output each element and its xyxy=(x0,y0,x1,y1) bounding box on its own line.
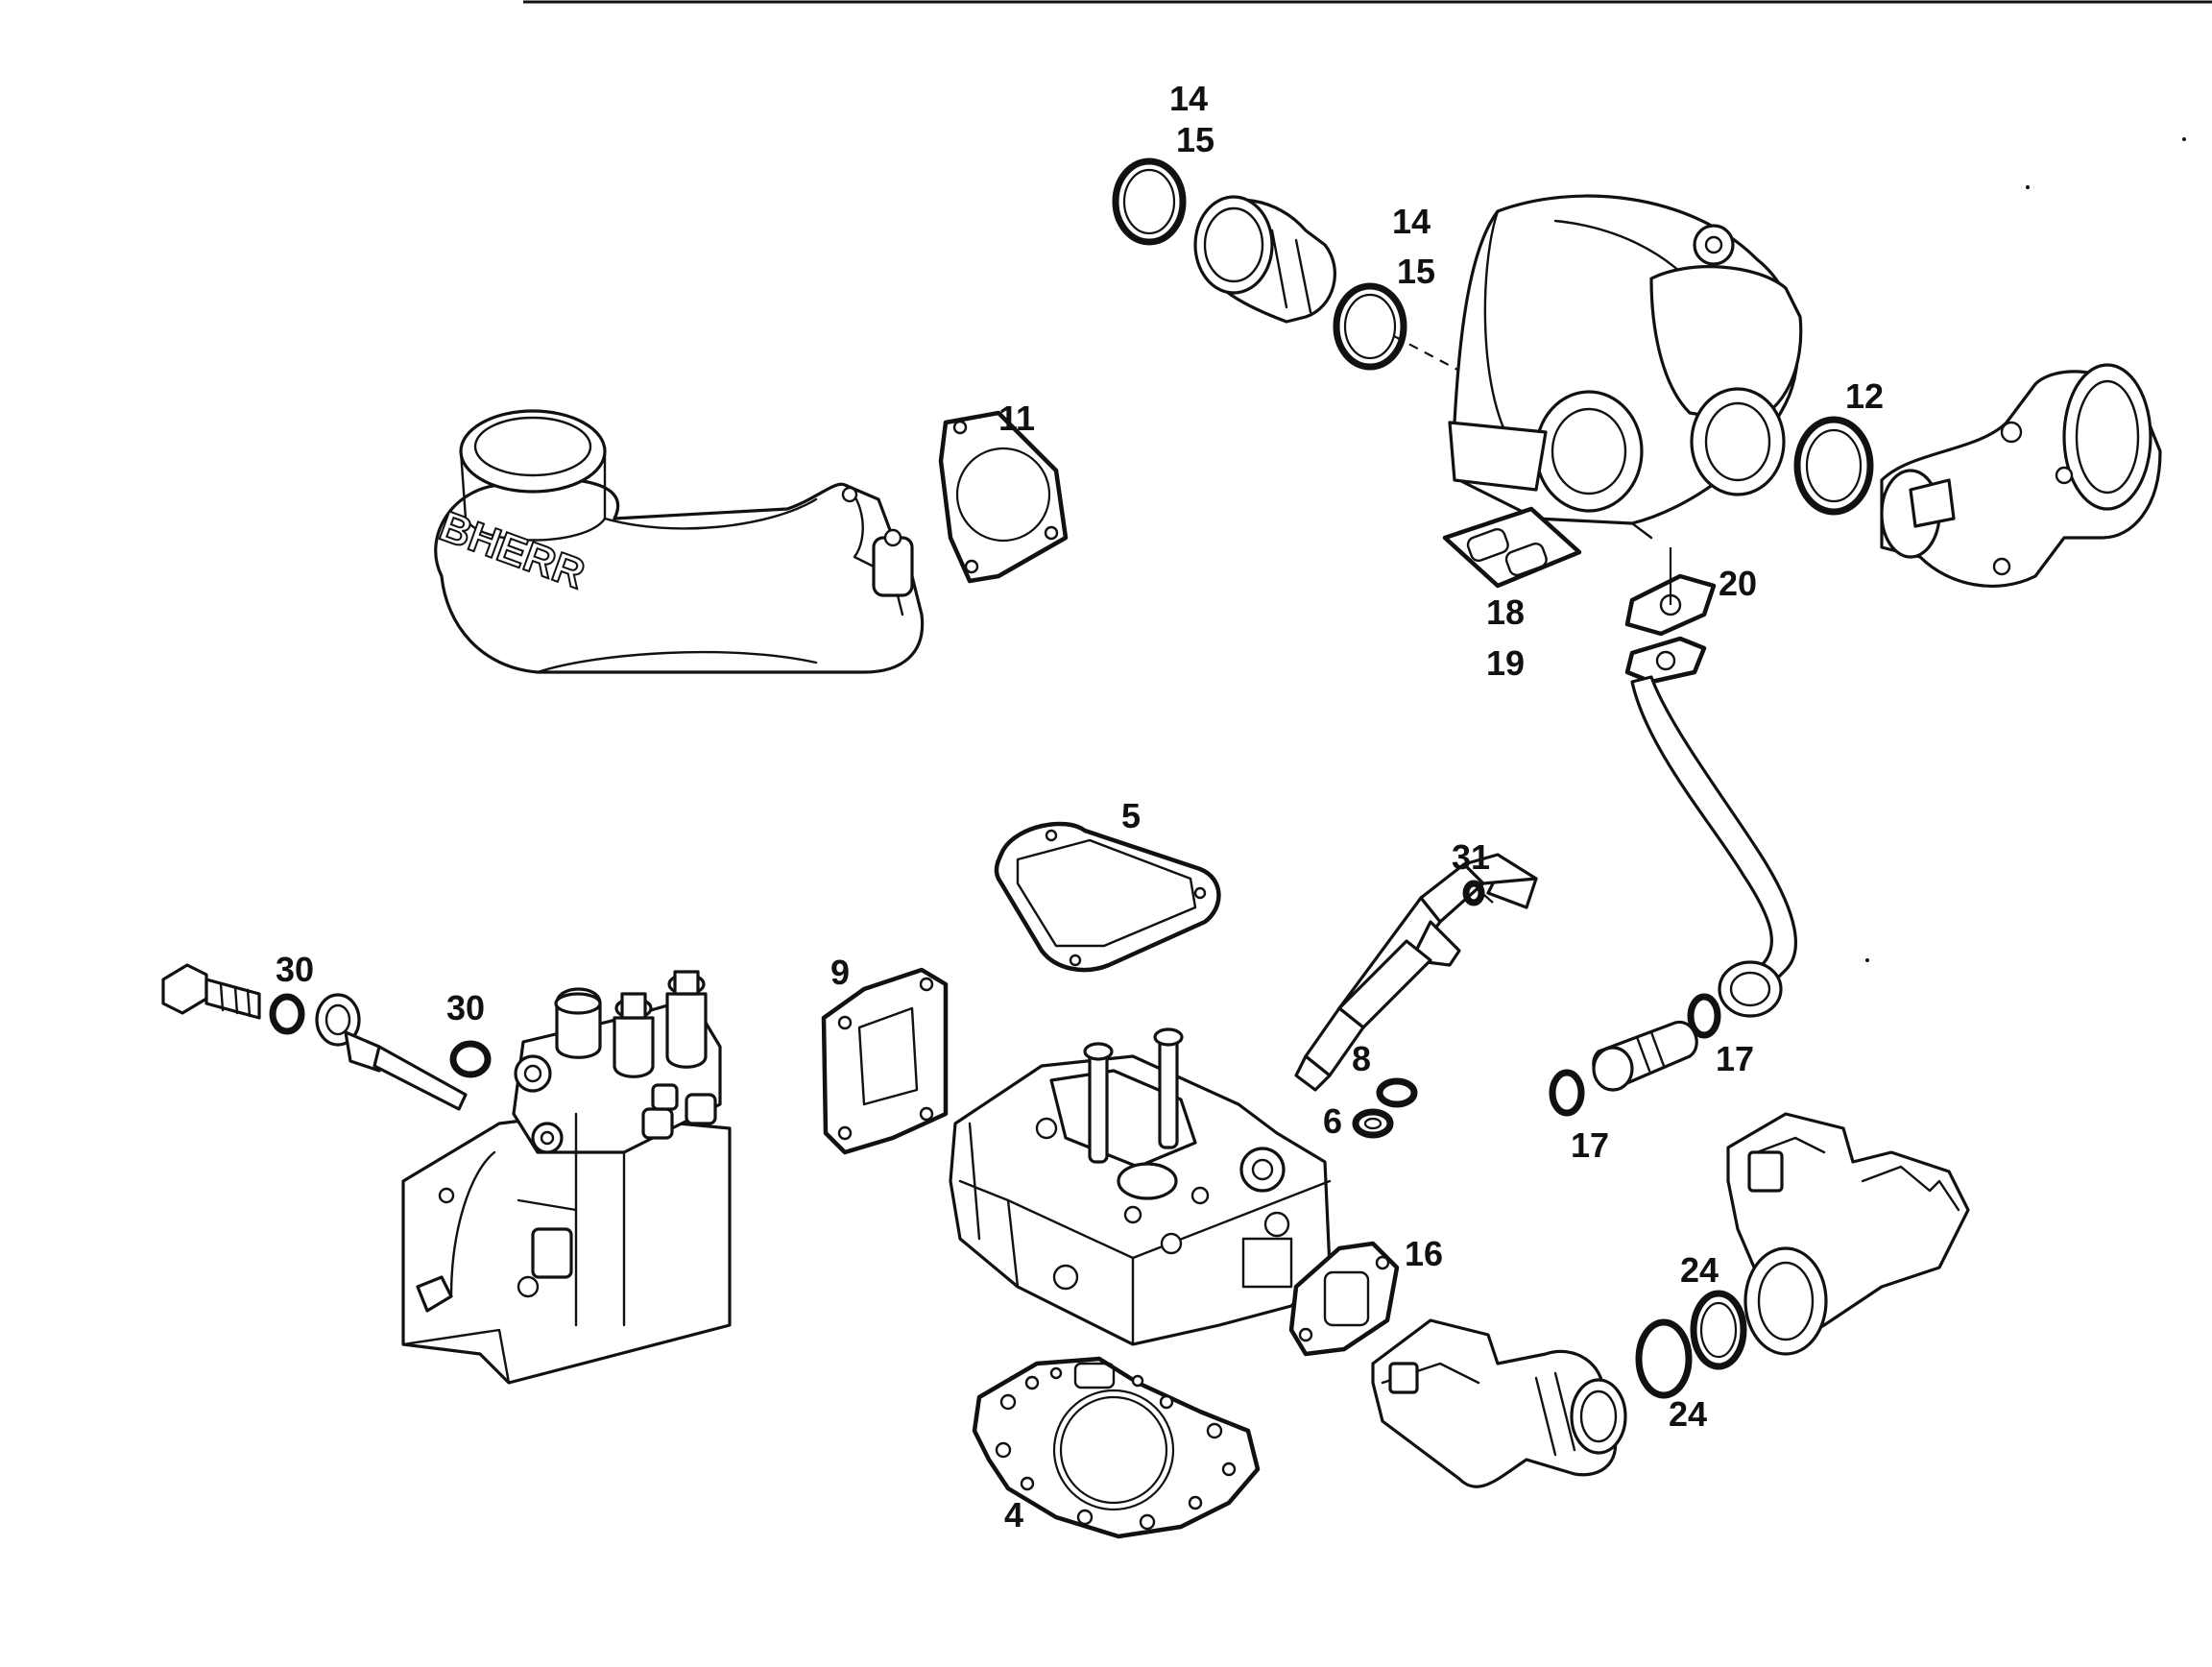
callout-15-lower: 15 xyxy=(1397,252,1435,291)
callout-24-upper: 24 xyxy=(1680,1250,1719,1290)
callout-17-left: 17 xyxy=(1571,1125,1609,1165)
callout-9: 9 xyxy=(830,953,850,992)
intake-gasket-9 xyxy=(821,967,949,1155)
gasket-18-19 xyxy=(1442,506,1582,589)
callout-30-left: 30 xyxy=(276,950,314,989)
turbocharger xyxy=(1448,194,1803,540)
exhaust-gasket-16 xyxy=(1288,1241,1400,1357)
callout-14-lower: 14 xyxy=(1392,202,1431,241)
oil-return-line xyxy=(1624,636,1797,1018)
gasket-11 xyxy=(938,410,1069,584)
callout-18: 18 xyxy=(1486,592,1525,632)
callout-11: 11 xyxy=(998,399,1035,438)
oil-pipe-sleeve xyxy=(1592,1020,1698,1092)
turbo-outlet-elbow xyxy=(1880,363,2162,588)
callout-17-right: 17 xyxy=(1716,1039,1754,1078)
cylinder-head xyxy=(949,1027,1332,1346)
intake-manifold-elbow: BHERR xyxy=(433,409,925,674)
callout-4: 4 xyxy=(1004,1495,1023,1534)
o-ring-14-15-upper xyxy=(1112,157,1187,246)
exhaust-manifold-segment xyxy=(1371,1318,1627,1488)
stray-dot xyxy=(2182,137,2186,141)
fuel-injector xyxy=(1294,853,1538,1092)
seal-ring-24-right xyxy=(1690,1290,1747,1370)
callout-12: 12 xyxy=(1845,376,1884,416)
exhaust-manifold-right xyxy=(1726,1112,1970,1356)
fuel-injection-pump xyxy=(401,970,732,1385)
callout-16: 16 xyxy=(1405,1234,1443,1273)
o-ring-12 xyxy=(1793,416,1874,516)
callout-5: 5 xyxy=(1121,796,1141,835)
callout-19: 19 xyxy=(1486,643,1525,683)
seal-ring-24-left xyxy=(1635,1318,1693,1399)
seal-6 xyxy=(1352,1108,1394,1139)
connecting-sleeve xyxy=(1193,195,1336,324)
banjo-bolt xyxy=(161,963,261,1020)
head-gasket-4 xyxy=(972,1356,1261,1539)
callout-20: 20 xyxy=(1719,564,1757,603)
stray-dot xyxy=(2026,185,2030,189)
gasket-20 xyxy=(1624,547,1717,637)
banjo-fitting-pipe xyxy=(315,993,468,1111)
callout-31: 31 xyxy=(1452,837,1490,877)
callout-6: 6 xyxy=(1323,1101,1342,1141)
callout-14-upper: 14 xyxy=(1169,79,1208,118)
seal-8 xyxy=(1376,1077,1418,1108)
o-ring-17-left xyxy=(1549,1069,1585,1117)
callout-15-upper: 15 xyxy=(1176,120,1214,159)
callout-8: 8 xyxy=(1352,1039,1371,1078)
stray-dot xyxy=(1865,958,1869,962)
washer-30-left xyxy=(269,993,305,1035)
callout-24-lower: 24 xyxy=(1669,1394,1707,1434)
washer-30-right xyxy=(449,1040,492,1078)
o-ring-17-right xyxy=(1687,993,1721,1039)
callout-30-right: 30 xyxy=(446,988,485,1027)
valve-cover-gasket-5 xyxy=(994,821,1221,973)
